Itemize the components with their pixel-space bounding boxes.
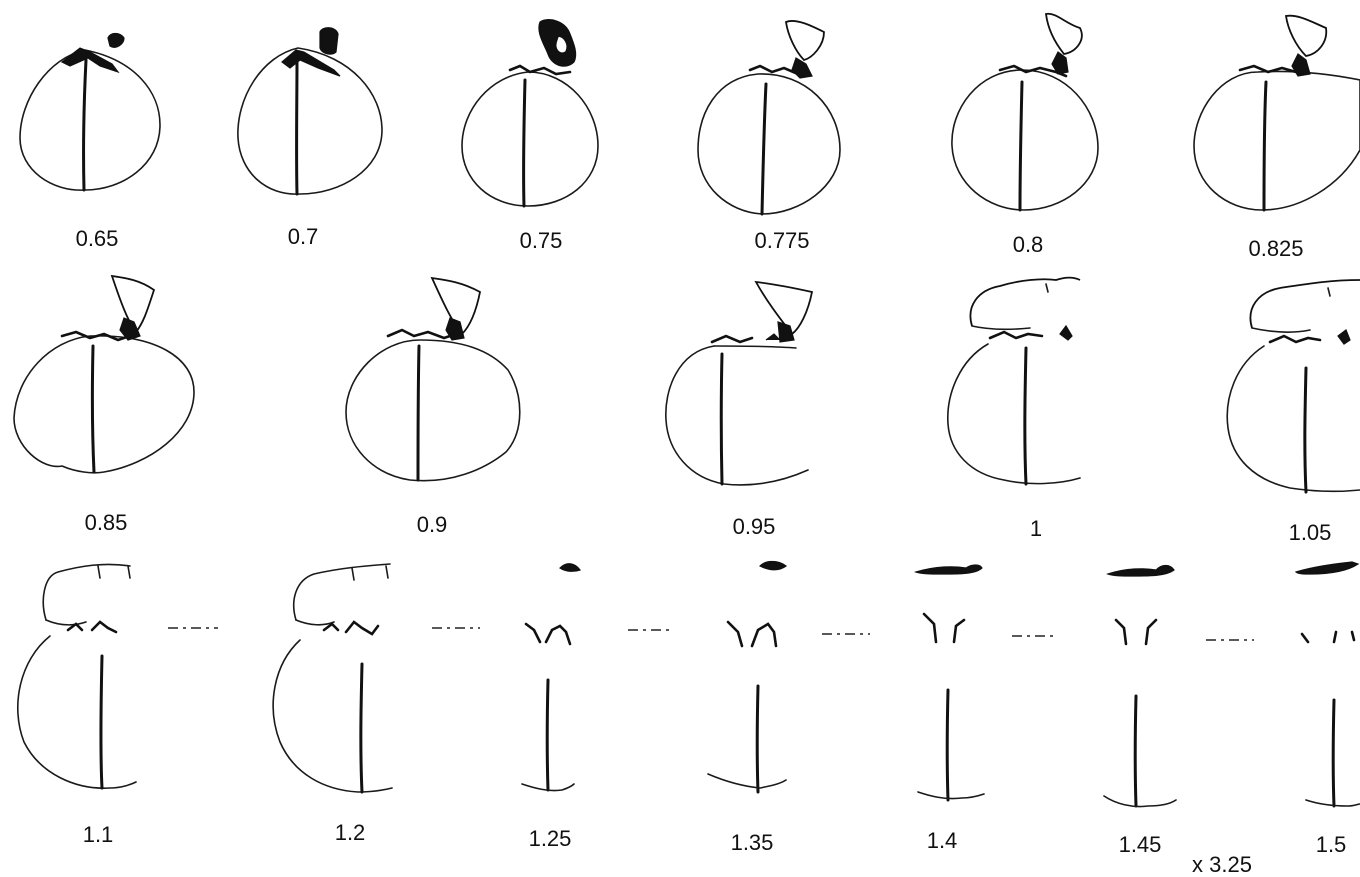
section-label: 0.8 <box>1013 232 1044 257</box>
section-label: 0.825 <box>1248 236 1303 261</box>
section-1.35: 1.35 <box>707 560 870 855</box>
section-1.1: 1.1 <box>17 563 218 847</box>
section-1.45: 1.45 <box>1103 564 1254 857</box>
section-0.8: 0.8 <box>951 12 1099 257</box>
section-1: 1 <box>947 276 1081 541</box>
section-label: 1.25 <box>529 826 572 851</box>
section-1.4: 1.4 <box>914 564 1058 853</box>
section-label: 1 <box>1030 516 1042 541</box>
section-1.2: 1.2 <box>272 563 480 845</box>
section-label: 0.85 <box>85 510 128 535</box>
section-label: 0.95 <box>733 514 776 539</box>
section-label: 0.65 <box>76 226 119 251</box>
section-0.9: 0.9 <box>345 276 521 537</box>
section-label: 1.45 <box>1119 832 1162 857</box>
section-label: 0.7 <box>288 224 319 249</box>
section-label: 1.2 <box>335 820 366 845</box>
section-1.05: 1.05 <box>1226 279 1360 545</box>
section-1.25: 1.25 <box>521 563 674 851</box>
section-label: 0.775 <box>754 228 809 253</box>
section-0.85: 0.85 <box>13 274 195 535</box>
section-label: 0.75 <box>520 228 563 253</box>
section-0.65: 0.65 <box>19 32 161 251</box>
section-0.7: 0.7 <box>237 27 383 249</box>
section-label: 0.9 <box>417 512 448 537</box>
section-0.775: 0.775 <box>697 20 841 253</box>
section-label: 1.35 <box>731 830 774 855</box>
section-label: 1.4 <box>927 828 958 853</box>
section-label: 1.1 <box>83 822 114 847</box>
section-0.825: 0.825 <box>1193 14 1360 261</box>
scale-label: x 3.25 <box>1192 852 1252 877</box>
section-0.95: 0.95 <box>665 280 814 539</box>
section-label: 1.05 <box>1289 520 1332 545</box>
section-1.5: 1.5 <box>1294 561 1360 857</box>
section-0.75: 0.75 <box>461 19 599 253</box>
section-label: 1.5 <box>1316 832 1347 857</box>
